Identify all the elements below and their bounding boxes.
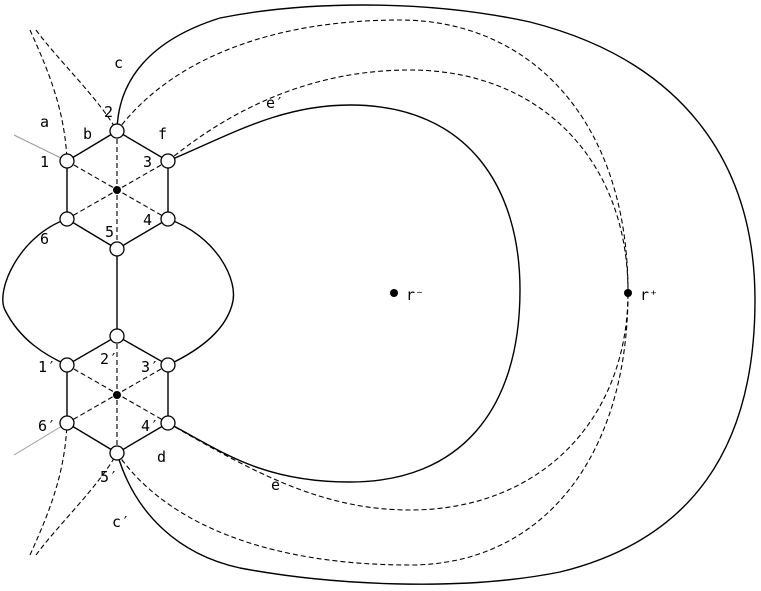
edge-b-top: [35, 29, 118, 132]
label-edge-e-prime: e′: [266, 94, 284, 112]
dashed-inner-bottom: [167, 291, 629, 511]
tangent-line-bottom: [13, 422, 68, 456]
label-vertex-1-prime: 1′: [38, 358, 56, 376]
label-edge-a: a: [40, 113, 49, 131]
right-lobe: [167, 218, 235, 366]
dashed-inner-top: [167, 69, 629, 293]
label-vertex-4-prime: 4′: [141, 417, 159, 435]
label-edge-f: f: [158, 125, 167, 143]
label-vertex-3-prime: 3′: [141, 358, 159, 376]
vertex-5: [109, 241, 125, 257]
lower-center-dot: [113, 391, 121, 399]
edge-e-prime: [167, 104, 521, 291]
point-r-minus: [390, 289, 398, 297]
vertex-5-prime: [109, 445, 125, 461]
label-vertex-4: 4: [143, 211, 152, 229]
label-edge-e: e: [271, 476, 280, 494]
vertex-3: [160, 153, 176, 169]
vertex-4-prime: [160, 415, 176, 431]
point-r-plus: [624, 289, 632, 297]
dashed-outer-top: [116, 19, 629, 293]
edge-e: [167, 289, 521, 483]
label-vertex-1: 1: [40, 153, 49, 171]
vertex-2: [109, 123, 125, 139]
vertex-4: [160, 211, 176, 227]
label-r-minus: r⁻: [406, 286, 424, 304]
left-lobe: [2, 218, 68, 366]
edge-c-prime: [116, 299, 756, 585]
vertex-1-prime: [59, 357, 75, 373]
vertex-6: [59, 211, 75, 227]
label-vertex-5: 5: [105, 223, 114, 241]
label-r-plus: r⁺: [640, 286, 658, 304]
label-edge-b: b: [83, 125, 92, 143]
dashed-outer-bottom: [116, 291, 629, 566]
vertex-2-prime: [109, 328, 125, 344]
upper-center-dot: [113, 186, 121, 194]
label-vertex-2-prime: 2′: [100, 350, 118, 368]
label-vertex-3: 3: [143, 153, 152, 171]
label-vertex-2: 2: [104, 103, 113, 121]
vertex-6-prime: [59, 415, 75, 431]
edge-b-bottom: [35, 452, 118, 556]
label-vertex-5-prime: 5′: [100, 468, 118, 486]
label-vertex-6-prime: 6′: [38, 417, 56, 435]
label-edge-c-prime: c′: [112, 513, 130, 531]
edge-a-bottom: [29, 422, 68, 556]
edge-a-top: [29, 29, 68, 162]
vertex-3-prime: [160, 357, 176, 373]
edge-c: [116, 4, 756, 301]
label-edge-d: d: [157, 448, 166, 466]
tangent-line-top: [13, 134, 68, 162]
label-edge-c: c: [114, 54, 123, 72]
label-vertex-6: 6: [40, 230, 49, 248]
vertex-1: [59, 153, 75, 169]
